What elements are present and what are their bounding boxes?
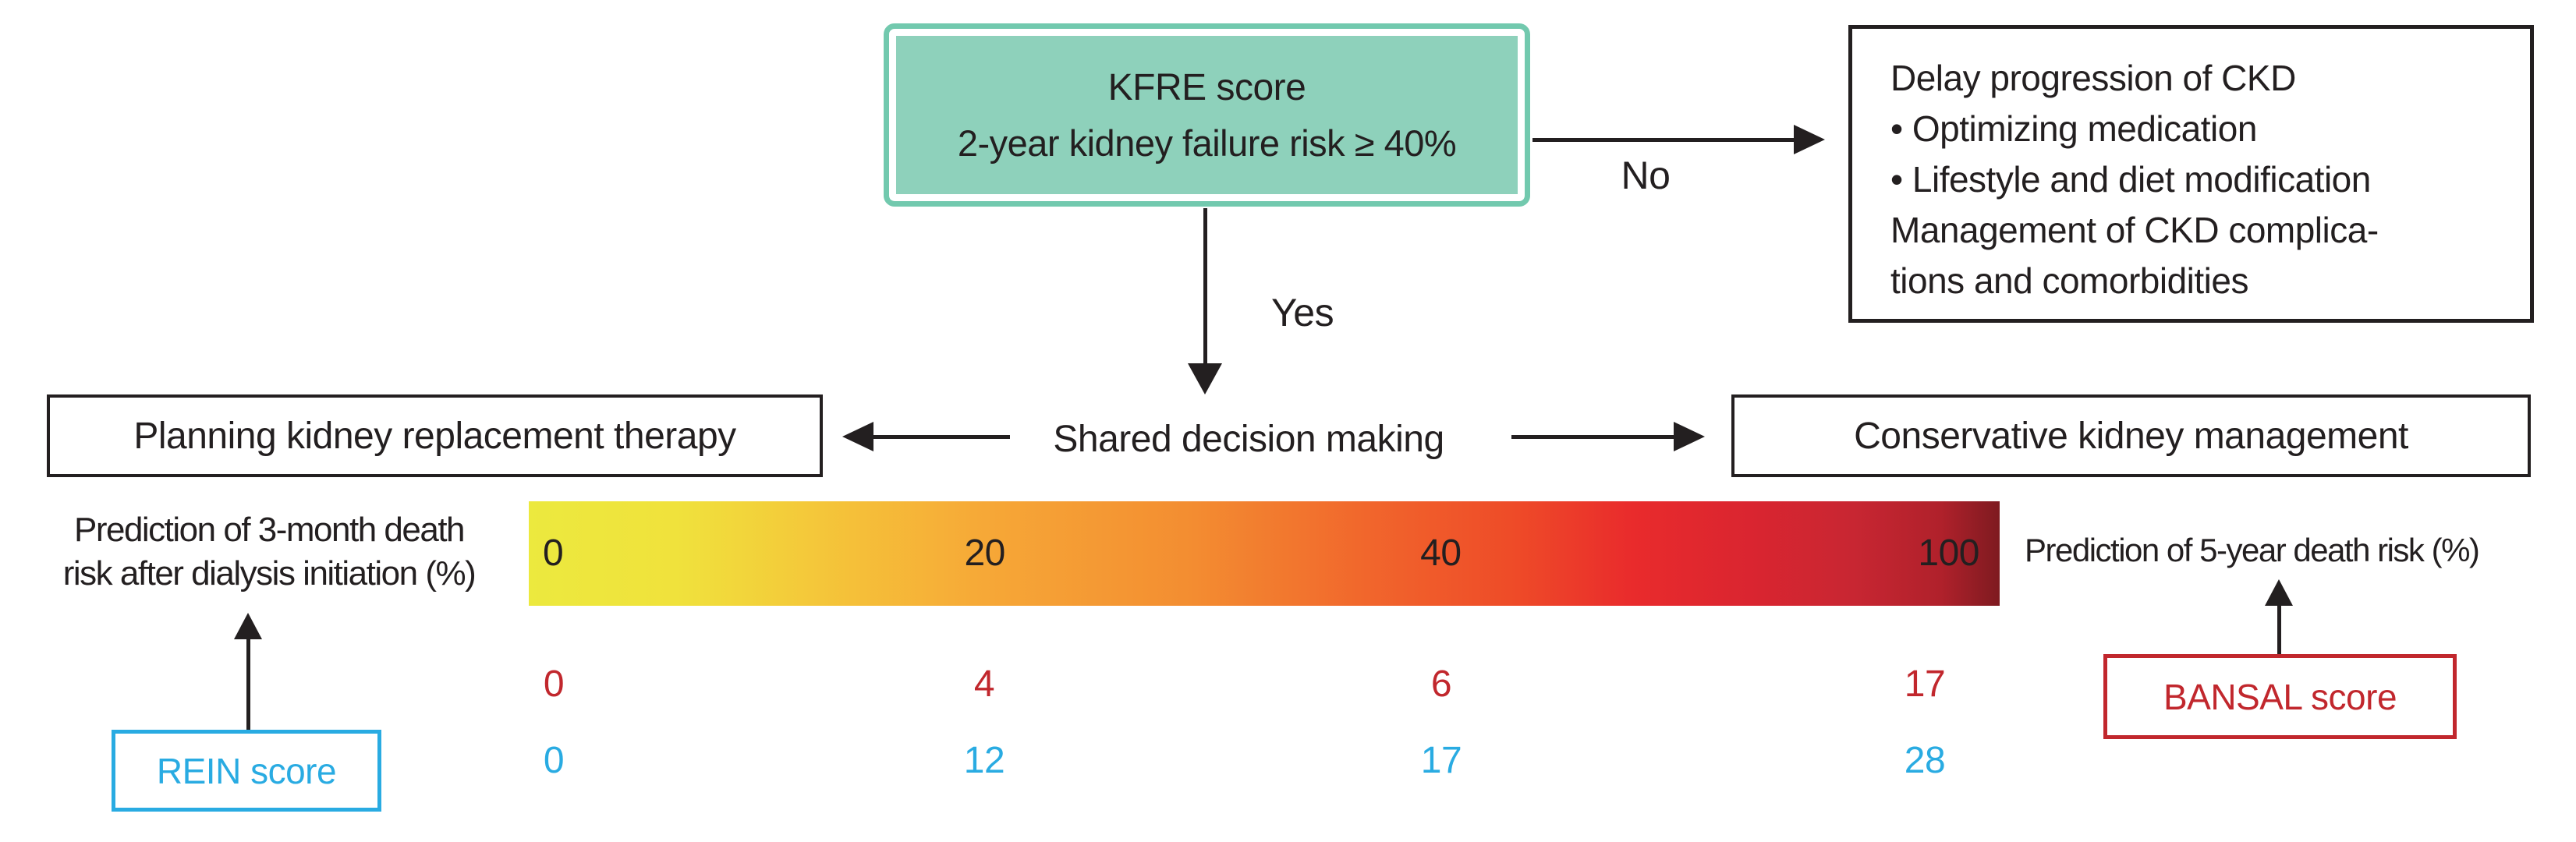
left-arrow-line [870, 435, 1010, 439]
bansal-value-2: 6 [1430, 663, 1452, 705]
rein-value-2: 17 [1420, 740, 1462, 781]
risk-gradient-bar: 0 20 40 100 [529, 501, 2000, 606]
rein-value-1: 12 [963, 740, 1005, 781]
dialysis-death-risk-label-line2: risk after dialysis initiation (%) [62, 554, 477, 593]
delay-line-3: • Lifestyle and diet modification [1890, 159, 2371, 200]
bansal-value-3: 17 [1904, 663, 1946, 705]
bansal-value-0: 0 [543, 663, 565, 705]
delay-line-4: Management of CKD complica- [1890, 210, 2379, 250]
kfre-box-title: KFRE score [1107, 66, 1306, 108]
yes-arrow-line [1203, 208, 1207, 368]
left-arrow-head-icon [842, 422, 873, 451]
delay-progression-box [1848, 25, 2534, 323]
bansal-value-1: 4 [973, 663, 995, 705]
rein-score-box: REIN score [112, 730, 381, 812]
conservative-kidney-management-box: Conservative kidney management [1731, 394, 2531, 477]
right-arrow-line [1511, 435, 1677, 439]
kfre-decision-box-fill: KFRE score 2-year kidney failure risk ≥ … [896, 36, 1518, 194]
yes-branch-label: Yes [1271, 291, 1334, 334]
no-arrow-head-icon [1794, 125, 1825, 154]
dialysis-death-risk-label: Prediction of 3-month death risk after d… [4, 508, 534, 596]
shared-decision-label: Shared decision making [1053, 419, 1444, 460]
dialysis-death-risk-label-line1: Prediction of 3-month death [73, 511, 466, 549]
kfre-box-criterion: 2-year kidney failure risk ≥ 40% [957, 122, 1457, 164]
no-branch-label: No [1621, 154, 1671, 197]
delay-line-5: tions and comorbidities [1890, 260, 2248, 301]
rein-arrow-line [246, 633, 250, 730]
yes-arrow-head-icon [1188, 363, 1222, 394]
five-year-death-risk-label: Prediction of 5-year death risk (%) [2025, 532, 2480, 568]
delay-progression-text: Delay progression of CKD • Optimizing me… [1890, 53, 2379, 306]
bansal-arrow-line [2277, 600, 2281, 654]
bansal-score-box: BANSAL score [2103, 654, 2457, 739]
delay-line-2: • Optimizing medication [1890, 108, 2257, 149]
delay-line-1: Delay progression of CKD [1890, 58, 2296, 98]
rein-value-3: 28 [1904, 740, 1946, 781]
kfre-decision-box: KFRE score 2-year kidney failure risk ≥ … [884, 23, 1530, 207]
right-arrow-head-icon [1674, 422, 1705, 451]
kidney-replacement-therapy-box: Planning kidney replacement therapy [47, 394, 823, 477]
no-arrow-line [1532, 138, 1802, 142]
rein-value-0: 0 [543, 740, 565, 781]
